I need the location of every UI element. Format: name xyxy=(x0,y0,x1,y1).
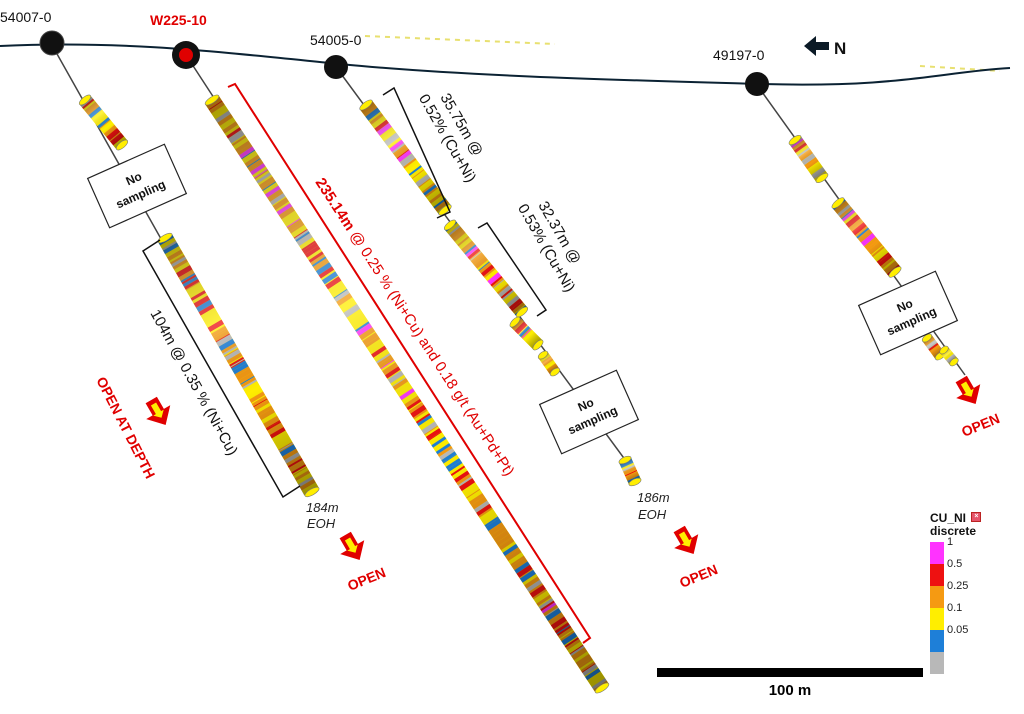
assay-cylinder xyxy=(359,99,452,216)
legend-swatch xyxy=(930,652,944,674)
legend-value: 0.25 xyxy=(947,580,969,592)
open-at-depth-label: OPEN AT DEPTH xyxy=(93,374,158,481)
intercept-bracket-w225 xyxy=(227,82,592,644)
legend-close-icon[interactable]: × xyxy=(971,512,982,522)
hole-id-w225-10: W225-10 xyxy=(150,12,207,28)
north-label: N xyxy=(834,39,846,58)
open-label-54007: OPEN xyxy=(345,564,388,594)
legend-title-main: CU_NI xyxy=(930,511,967,525)
legend-item xyxy=(930,652,1010,674)
legend-item: 0.05 xyxy=(930,624,1010,652)
eoh-label-54005: 186m EOH xyxy=(637,490,670,522)
intercept-bracket-54005-lower xyxy=(477,222,548,317)
no-sampling-box-54007: No sampling xyxy=(86,143,188,229)
legend-swatch xyxy=(930,564,944,586)
eoh-suffix-54007: EOH xyxy=(307,516,336,531)
eoh-label-54007: 184m EOH xyxy=(306,500,339,531)
open-arrow-icon xyxy=(337,530,366,562)
scale-label: 100 m xyxy=(768,682,812,699)
assay-cylinder xyxy=(921,333,946,361)
assay-cylinder xyxy=(788,134,829,184)
intercept-label-54005-upper: 35.75m @ 0.52% (Cu+Ni) xyxy=(415,91,486,186)
svg-text:No: No xyxy=(895,296,915,315)
open-arrow-icon xyxy=(143,395,172,427)
intercept-label-w225: 235.14m @ 0.25 % (Ni+Cu) and 0.18 g/t (A… xyxy=(312,175,518,479)
legend-value: 0.5 xyxy=(947,558,963,570)
legend-value: 0.05 xyxy=(947,624,969,636)
eoh-depth-54005: 186m xyxy=(637,490,670,505)
scale-bar xyxy=(657,668,923,677)
north-arrow-icon xyxy=(804,36,829,56)
legend-item: 0.5 xyxy=(930,558,1010,586)
collar-49197[interactable] xyxy=(745,72,769,96)
legend-swatch xyxy=(930,608,944,630)
hole-id-49197: 49197-0 xyxy=(713,47,765,63)
no-sampling-box-49197: No sampling xyxy=(857,270,959,356)
assay-cylinder xyxy=(157,232,320,498)
assay-cylinder xyxy=(831,197,902,278)
assay-cylinder xyxy=(443,219,529,318)
legend-value: 1 xyxy=(947,536,954,548)
open-arrow-icon xyxy=(953,374,982,406)
intercept-bracket-54007 xyxy=(141,239,301,499)
legend-item: 1 xyxy=(930,536,1010,564)
assay-cylinder xyxy=(537,350,561,377)
open-label-54005: OPEN xyxy=(677,561,720,591)
svg-text:No: No xyxy=(576,395,596,414)
collar-54007[interactable] xyxy=(39,30,65,56)
legend-title: CU_NI × discrete xyxy=(930,512,1010,538)
eoh-suffix-54005: EOH xyxy=(638,507,667,522)
assay-cylinders xyxy=(78,94,959,694)
legend-value: 0.1 xyxy=(947,602,963,614)
collar-54005[interactable] xyxy=(324,55,348,79)
legend-swatch xyxy=(930,630,944,652)
hole-id-54007: 54007-0 xyxy=(0,9,52,25)
topography-line xyxy=(0,43,1011,86)
dashed-surface-line-east xyxy=(919,65,1001,72)
no-sampling-box-54005: No sampling xyxy=(538,369,640,455)
eoh-depth-54007: 184m xyxy=(306,500,339,515)
assay-cylinder xyxy=(78,94,129,151)
legend-swatch xyxy=(930,542,944,564)
open-arrow-icon xyxy=(671,524,700,556)
assay-cylinder xyxy=(509,316,544,351)
legend-swatch xyxy=(930,586,944,608)
hole-id-54005: 54005-0 xyxy=(310,32,362,48)
collar-w225-10-core xyxy=(179,48,193,62)
assay-cylinder xyxy=(939,345,959,367)
legend-title-sub: discrete xyxy=(930,524,977,538)
svg-text:No: No xyxy=(124,169,144,188)
legend-item: 0.1 xyxy=(930,602,1010,630)
legend-item: 0.25 xyxy=(930,580,1010,608)
legend: CU_NI × discrete 1 0.5 0.25 0.1 0.05 xyxy=(930,512,1010,674)
assay-cylinder xyxy=(618,455,642,487)
intercept-bracket-54005-upper xyxy=(382,86,451,219)
assay-cylinder xyxy=(204,94,610,694)
open-label-49197: OPEN xyxy=(959,410,1002,440)
intercept-w225-length: 235.14m xyxy=(312,175,359,234)
dashed-surface-line xyxy=(364,35,556,45)
